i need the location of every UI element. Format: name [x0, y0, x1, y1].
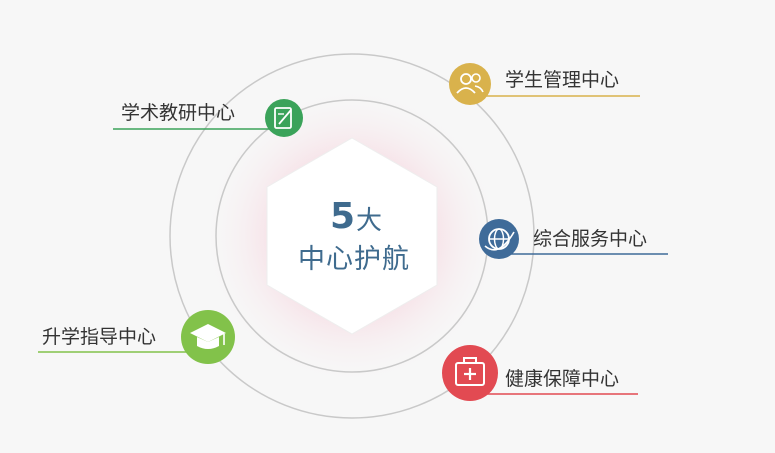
outer-ring: [169, 53, 535, 419]
label-academic: 学术教研中心: [121, 102, 236, 124]
center-big-char: 大: [356, 206, 383, 236]
graduation-cap-icon: [181, 310, 235, 364]
people-icon: [449, 63, 491, 105]
medical-kit-icon: [442, 345, 498, 401]
globe-icon: [479, 219, 519, 259]
label-promotion: 升学指导中心: [42, 326, 157, 348]
center-number: 5: [330, 196, 356, 237]
notebook-pencil-icon: [265, 99, 303, 137]
label-service: 综合服务中心: [533, 228, 648, 250]
label-health: 健康保障中心: [505, 368, 620, 390]
label-student: 学生管理中心: [505, 69, 620, 91]
center-hexagon: [266, 137, 438, 335]
center-subtitle: 中心护航: [298, 244, 410, 275]
